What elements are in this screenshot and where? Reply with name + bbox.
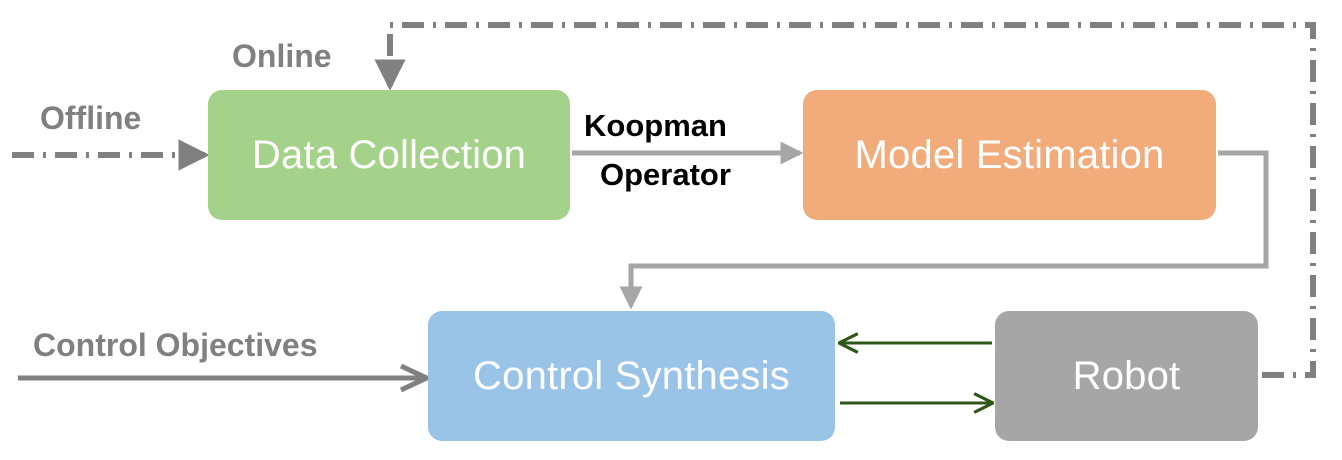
node-control-synthesis-label: Control Synthesis bbox=[473, 353, 790, 398]
edge-label-offline: Offline bbox=[40, 100, 142, 136]
edge-label-operator: Operator bbox=[600, 157, 731, 192]
edge-label-online: Online bbox=[232, 38, 332, 74]
node-model-estimation-label: Model Estimation bbox=[854, 132, 1165, 177]
node-robot-label: Robot bbox=[1072, 353, 1181, 398]
node-robot[interactable]: Robot bbox=[995, 311, 1258, 441]
edge-label-koopman: Koopman bbox=[584, 108, 727, 143]
node-control-synthesis[interactable]: Control Synthesis bbox=[428, 311, 835, 441]
node-model-estimation[interactable]: Model Estimation bbox=[803, 90, 1216, 220]
node-data-collection-label: Data Collection bbox=[251, 132, 527, 177]
edge-online-feedback bbox=[374, 22, 1316, 378]
node-data-collection[interactable]: Data Collection bbox=[208, 90, 570, 220]
edge-label-control-objectives: Control Objectives bbox=[33, 327, 318, 363]
edge-model-estimation-to-control-synthesis bbox=[619, 150, 1269, 310]
